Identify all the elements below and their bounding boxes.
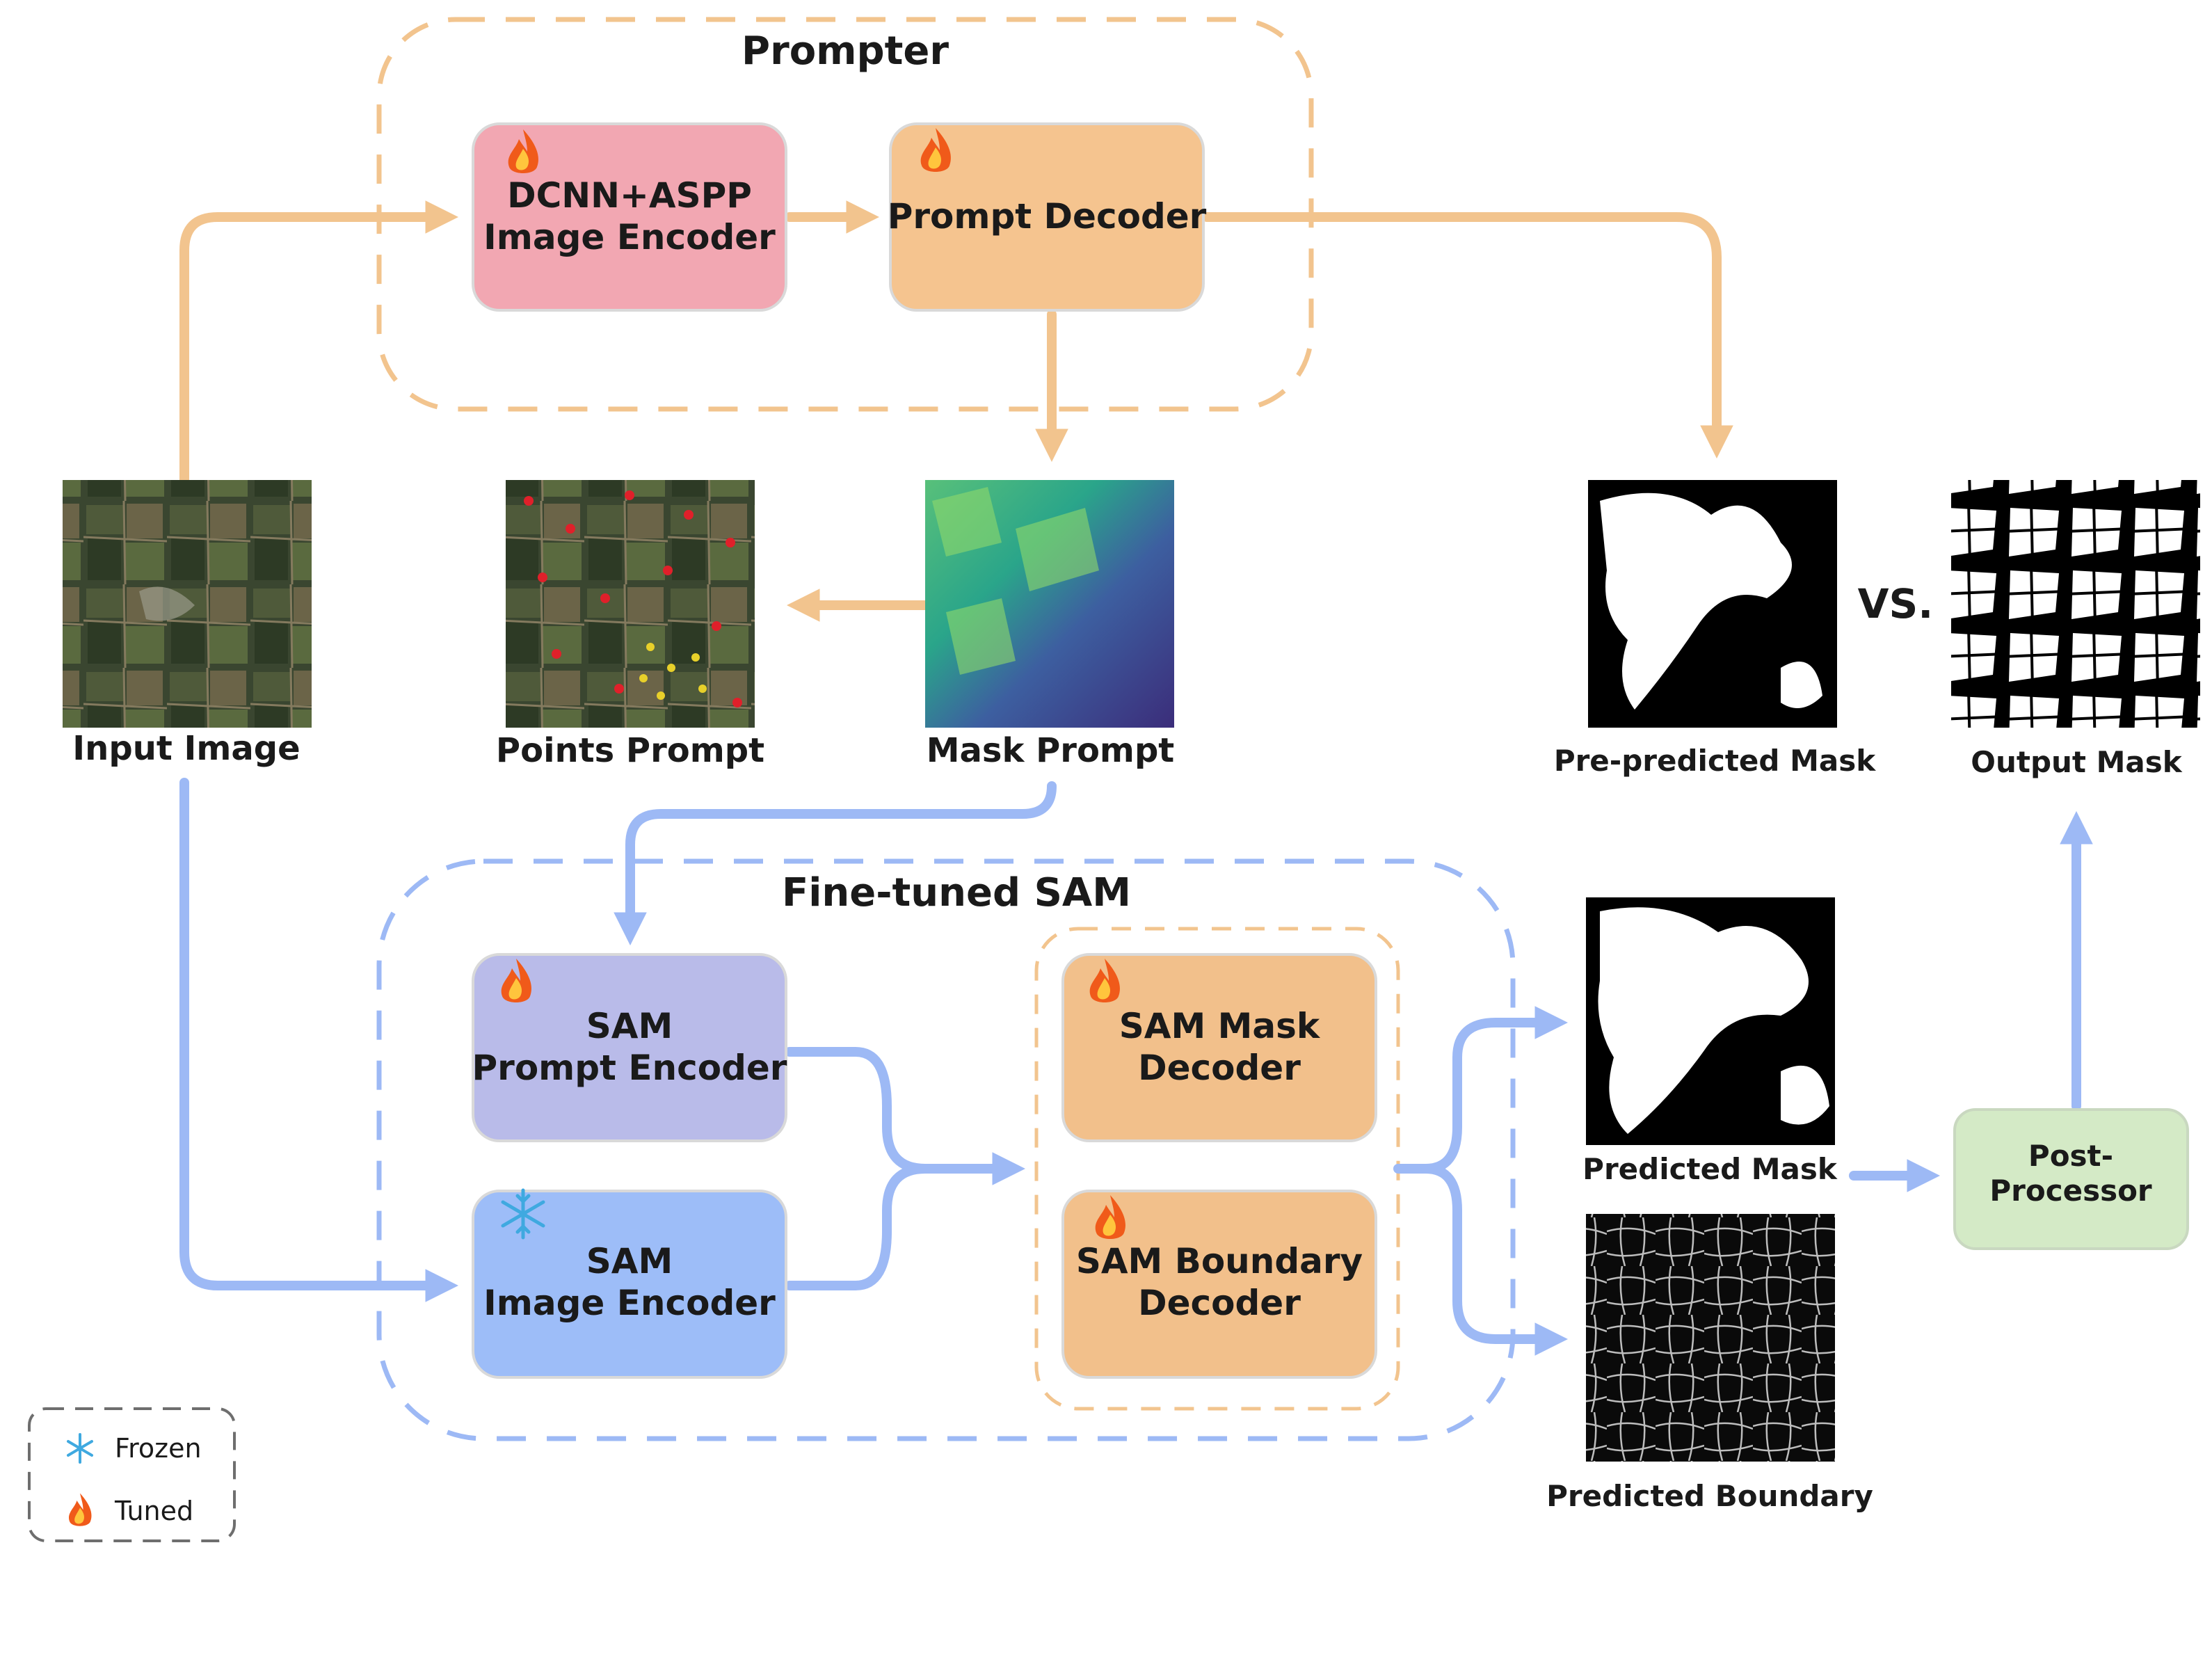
flame-icon <box>1095 1195 1125 1239</box>
snowflake-icon <box>501 1188 545 1240</box>
post-processor-label-1: Post- <box>2028 1139 2113 1173</box>
prompter-flow-arrows <box>179 200 1733 622</box>
sam-image-encoder-label-2: Image Encoder <box>483 1283 776 1323</box>
prompter-title: Prompter <box>742 29 949 74</box>
dcnn-encoder-label-2: Image Encoder <box>483 217 776 257</box>
arrow-maskprompt-to-sam-prompt <box>614 781 1057 946</box>
sam-image-encoder-label-1: SAM <box>586 1241 673 1281</box>
finetuned-sam-title: Fine-tuned SAM <box>782 870 1131 915</box>
dcnn-aspp-encoder-block: DCNN+ASPP Image Encoder <box>472 122 787 312</box>
flame-icon <box>501 959 531 1002</box>
predicted-boundary-label: Predicted Boundary <box>1546 1479 1873 1513</box>
sam-mask-decoder-label-1: SAM Mask <box>1119 1006 1321 1046</box>
arrow-decoders-to-predboundary <box>1421 1164 1569 1356</box>
arrow-sam-image-to-decoders <box>785 1164 930 1290</box>
mask-prompt-label: Mask Prompt <box>927 731 1175 770</box>
sam-boundary-decoder-label-2: Decoder <box>1138 1283 1301 1323</box>
vs-label: VS. <box>1858 580 1934 627</box>
flame-icon <box>508 129 538 173</box>
mask-prompt-thumbnail <box>925 480 1174 728</box>
prompt-decoder-block: Prompt Decoder <box>888 122 1207 312</box>
finetuned-sam-group <box>376 858 1516 1441</box>
sam-boundary-decoder-block: SAM Boundary Decoder <box>1061 1190 1377 1379</box>
input-image-thumbnail <box>63 480 312 728</box>
predicted-mask-thumbnail <box>1586 897 1835 1145</box>
flame-icon <box>920 128 951 172</box>
arrow-sam-prompt-to-decoders <box>785 1047 1026 1185</box>
points-prompt-thumbnail <box>506 480 755 728</box>
dcnn-encoder-label-1: DCNN+ASPP <box>507 175 752 216</box>
sam-flow-arrows <box>179 778 2093 1356</box>
predicted-mask-label: Predicted Mask <box>1582 1152 1838 1186</box>
sam-boundary-decoder-label-1: SAM Boundary <box>1076 1241 1363 1281</box>
flame-icon <box>69 1493 92 1526</box>
output-mask-thumbnail <box>1951 480 2200 728</box>
legend-frozen-label: Frozen <box>115 1433 202 1464</box>
pre-predicted-mask-thumbnail <box>1588 480 1837 728</box>
arrow-input-to-dcnn <box>179 200 459 485</box>
arrow-decoder-to-premask <box>1202 212 1733 459</box>
arrow-decoders-to-predmask <box>1393 1006 1569 1174</box>
arrow-input-to-sam-image <box>179 778 459 1302</box>
prompt-decoder-label: Prompt Decoder <box>888 196 1207 237</box>
points-prompt-label: Points Prompt <box>496 731 764 770</box>
input-image-label: Input Image <box>72 729 300 768</box>
flame-icon <box>1089 959 1120 1002</box>
sam-prompt-encoder-block: SAM Prompt Encoder <box>472 953 787 1142</box>
sam-prompt-encoder-label-1: SAM <box>586 1006 673 1046</box>
sam-mask-decoder-block: SAM Mask Decoder <box>1061 953 1377 1142</box>
sam-prompt-encoder-label-2: Prompt Encoder <box>472 1048 787 1088</box>
snowflake-icon <box>67 1433 93 1464</box>
legend: Frozen Tuned <box>28 1407 236 1542</box>
output-mask-label: Output Mask <box>1971 745 2182 779</box>
post-processor-label-2: Processor <box>1989 1174 2152 1208</box>
pre-predicted-mask-label: Pre-predicted Mask <box>1554 744 1876 778</box>
post-processor-block: Post- Processor <box>1953 1108 2189 1250</box>
sam-image-encoder-block: SAM Image Encoder <box>472 1190 787 1379</box>
sam-mask-decoder-label-2: Decoder <box>1138 1048 1301 1088</box>
predicted-boundary-thumbnail <box>1586 1214 1835 1462</box>
legend-tuned-label: Tuned <box>114 1496 193 1526</box>
